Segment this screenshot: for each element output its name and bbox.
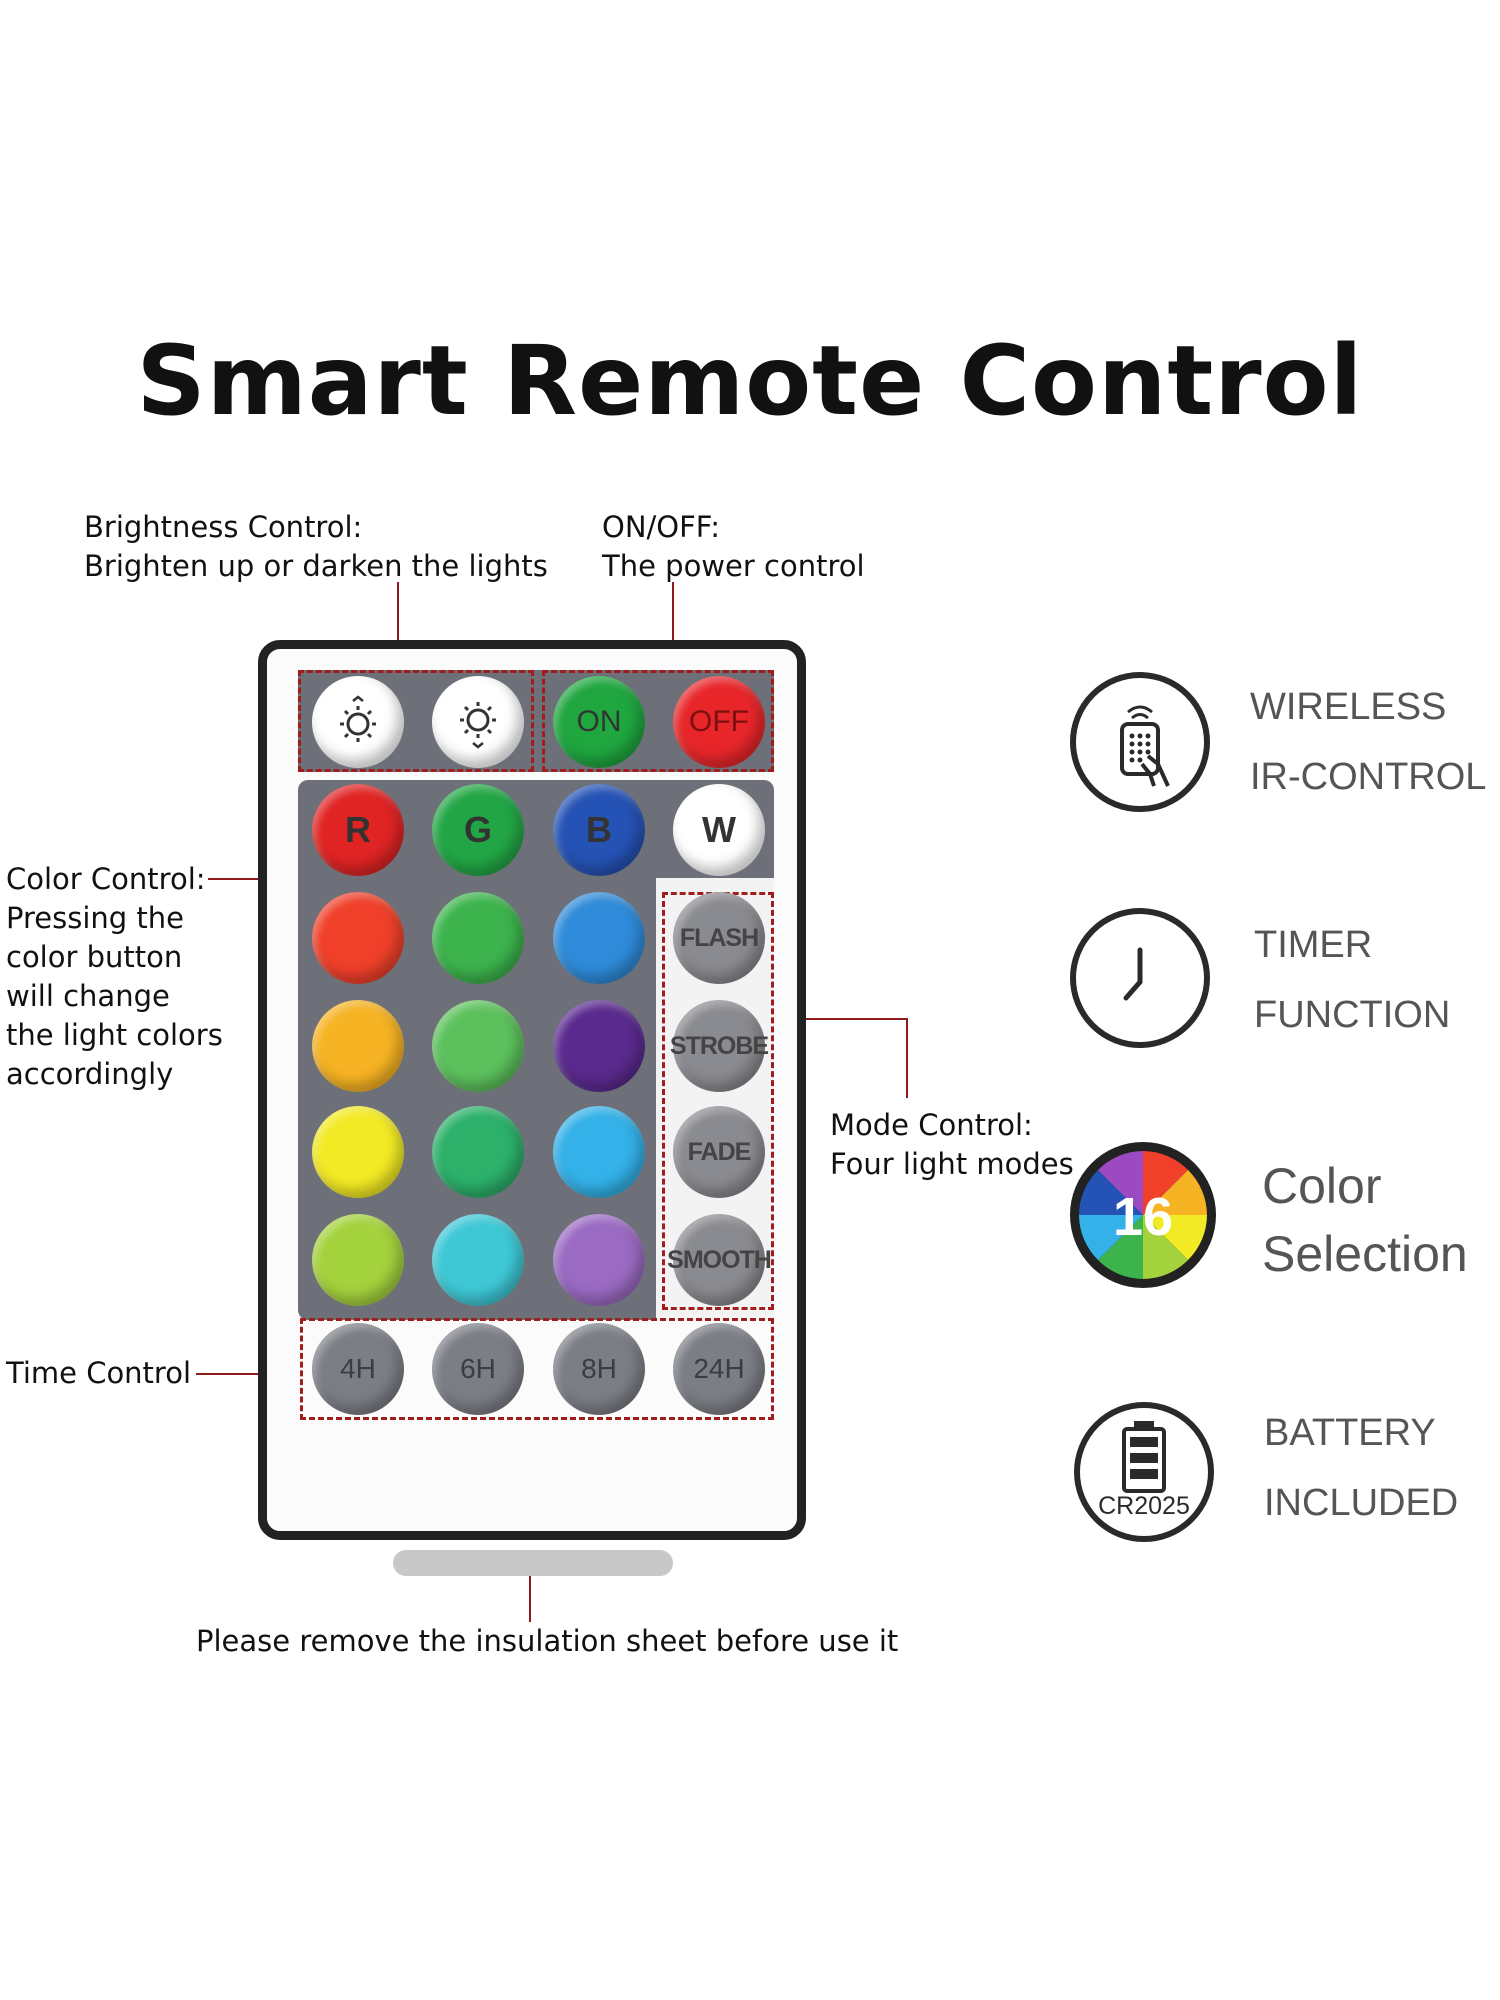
remote-gap [298, 1320, 774, 1328]
feature-wireless-icon-wrap [1070, 672, 1210, 812]
color-button-8[interactable] [432, 1106, 524, 1198]
color-button-11[interactable] [432, 1214, 524, 1306]
color-annotation-line2: Pressing the [6, 901, 184, 935]
color-wheel-icon [1079, 1151, 1207, 1279]
color-button-7[interactable] [312, 1106, 404, 1198]
time-annotation: Time Control [6, 1354, 191, 1393]
page-title: Smart Remote Control [136, 325, 1364, 437]
color-annotation-line6: accordingly [6, 1057, 174, 1091]
timer-24h-button[interactable]: 24H [673, 1323, 765, 1415]
color-button-2[interactable] [432, 892, 524, 984]
color-annotation-title: Color Control: [6, 862, 206, 896]
feature-color-line2: Selection [1262, 1226, 1468, 1282]
color-button-6[interactable] [553, 1000, 645, 1092]
feature-wireless-line1: WIRELESS [1250, 686, 1447, 728]
feature-color-icon-wrap: 16 [1070, 1142, 1216, 1288]
feature-wireless-text: WIRELESS IR-CONTROL [1250, 672, 1486, 812]
onoff-leader-line [672, 582, 674, 670]
color-button-9[interactable] [553, 1106, 645, 1198]
color-annotation-line3: color button [6, 940, 183, 974]
strobe-button[interactable]: STROBE [670, 1000, 769, 1092]
mode-annotation-desc: Four light modes [830, 1147, 1074, 1181]
color-button-1[interactable] [312, 892, 404, 984]
mode-annotation-title: Mode Control: [830, 1108, 1033, 1142]
feature-color-line1: Color [1262, 1158, 1382, 1214]
on-button[interactable]: ON [553, 676, 645, 768]
mode-leader-line-v [906, 1018, 908, 1098]
red-button[interactable]: R [312, 784, 404, 876]
battery-type-badge: CR2025 [1098, 1492, 1190, 1520]
timer-6h-button[interactable]: 6H [432, 1323, 524, 1415]
off-button[interactable]: OFF [673, 676, 765, 768]
fade-button[interactable]: FADE [673, 1106, 765, 1198]
color-annotation-line4: will change [6, 979, 170, 1013]
brightness-down-icon [460, 702, 496, 749]
smooth-button[interactable]: SMOOTH [667, 1214, 772, 1306]
feature-timer-icon-wrap [1070, 908, 1210, 1048]
onoff-annotation-desc: The power control [602, 549, 865, 583]
color-annotation: Color Control: Pressing the color button… [6, 860, 223, 1094]
color-button-10[interactable] [312, 1214, 404, 1306]
color-annotation-line5: the light colors [6, 1018, 223, 1052]
feature-timer-line2: FUNCTION [1254, 994, 1451, 1036]
white-button[interactable]: W [673, 784, 765, 876]
color-button-5[interactable] [432, 1000, 524, 1092]
onoff-annotation: ON/OFF: The power control [602, 508, 865, 586]
flash-button[interactable]: FLASH [673, 892, 765, 984]
timer-4h-button[interactable]: 4H [312, 1323, 404, 1415]
brightness-annotation-desc: Brighten up or darken the lights [84, 549, 548, 583]
color-button-3[interactable] [553, 892, 645, 984]
brightness-annotation: Brightness Control: Brighten up or darke… [84, 508, 548, 586]
time-annotation-title: Time Control [6, 1356, 192, 1390]
mode-leader-line-h [776, 1018, 908, 1020]
feature-color-text: Color Selection [1262, 1152, 1468, 1288]
color-button-12[interactable] [553, 1214, 645, 1306]
feature-battery-text: BATTERY INCLUDED [1264, 1398, 1458, 1538]
brightness-up-icon [340, 695, 376, 742]
insulation-pull-tab [393, 1550, 673, 1576]
onoff-highlight [542, 670, 774, 772]
battery-icon [1122, 1421, 1166, 1493]
color-button-4[interactable] [312, 1000, 404, 1092]
brightness-up-button[interactable] [312, 676, 404, 768]
green-button[interactable]: G [432, 784, 524, 876]
brightness-highlight [298, 670, 534, 772]
feature-timer-line1: TIMER [1254, 924, 1373, 966]
time-leader-line [196, 1373, 300, 1375]
feature-battery-icon-wrap: CR2025 [1074, 1402, 1214, 1542]
insulation-annotation-text: Please remove the insulation sheet befor… [196, 1624, 899, 1658]
feature-wireless-line2: IR-CONTROL [1250, 756, 1487, 798]
brightness-leader-line [397, 582, 399, 670]
insulation-leader-line [529, 1560, 531, 1622]
onoff-annotation-title: ON/OFF: [602, 510, 720, 544]
feature-timer-text: TIMER FUNCTION [1254, 910, 1450, 1050]
insulation-annotation: Please remove the insulation sheet befor… [196, 1622, 898, 1661]
timer-8h-button[interactable]: 8H [553, 1323, 645, 1415]
feature-battery-line2: INCLUDED [1264, 1482, 1459, 1524]
brightness-down-button[interactable] [432, 676, 524, 768]
brightness-annotation-title: Brightness Control: [84, 510, 363, 544]
feature-battery-line1: BATTERY [1264, 1412, 1436, 1454]
clock-icon [1123, 947, 1143, 1001]
remote-hand-icon [1120, 705, 1170, 787]
mode-annotation: Mode Control: Four light modes [830, 1106, 1074, 1184]
time-highlight [300, 1318, 774, 1420]
color-count-badge: 16 [1112, 1187, 1174, 1247]
blue-button[interactable]: B [553, 784, 645, 876]
